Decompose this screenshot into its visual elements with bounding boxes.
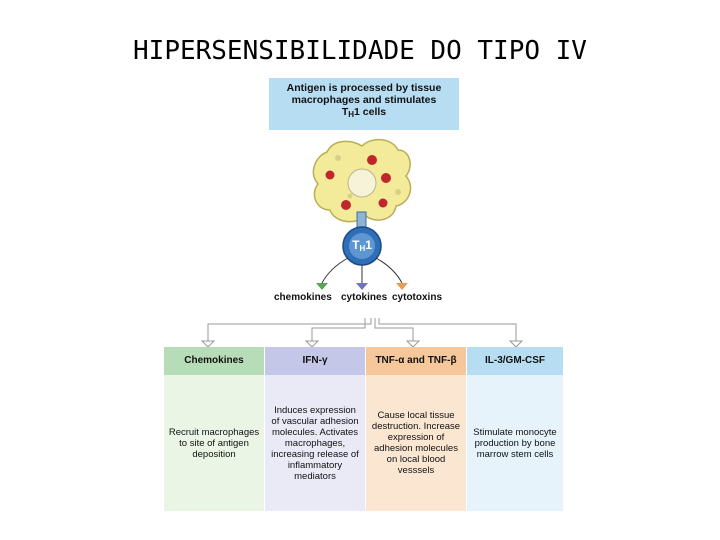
- vesicle: [395, 189, 401, 195]
- column-ifn-gamma: IFN-γ Induces expression of vascular adh…: [265, 347, 365, 511]
- th1-label: TH1: [343, 238, 381, 253]
- column-tnf: TNF-α and TNF-β Cause local tissue destr…: [366, 347, 466, 511]
- column-header: IFN-γ: [265, 347, 365, 375]
- chemokines-marker: [316, 283, 328, 290]
- macrophage-nucleus: [348, 169, 376, 197]
- antigen-particle: [367, 155, 377, 165]
- column-body: Recruit macrophages to site of antigen d…: [164, 375, 264, 511]
- column-il3-gmcsf: IL-3/GM-CSF Stimulate monocyte productio…: [467, 347, 563, 511]
- column-body: Stimulate monocyte production by bone ma…: [467, 375, 563, 511]
- column-header: TNF-α and TNF-β: [366, 347, 466, 375]
- column-header: Chemokines: [164, 347, 264, 375]
- antigen-particle: [379, 199, 388, 208]
- vesicle: [348, 194, 353, 199]
- column-chemokines: Chemokines Recruit macrophages to site o…: [164, 347, 264, 511]
- signal-label-cytokines: cytokines: [341, 292, 387, 303]
- antigen-particle: [341, 200, 351, 210]
- column-body: Induces expression of vascular adhesion …: [265, 375, 365, 511]
- vesicle: [335, 155, 341, 161]
- signal-label-chemokines: chemokines: [274, 292, 332, 303]
- th1-label-post: 1: [365, 238, 372, 252]
- column-body: Cause local tissue destruction. Increase…: [366, 375, 466, 511]
- signal-label-cytotoxins: cytotoxins: [392, 292, 442, 303]
- cytotoxins-marker: [396, 283, 408, 290]
- antigen-particle: [326, 171, 335, 180]
- column-header: IL-3/GM-CSF: [467, 347, 563, 375]
- cytokines-marker: [356, 283, 368, 290]
- antigen-particle: [381, 173, 391, 183]
